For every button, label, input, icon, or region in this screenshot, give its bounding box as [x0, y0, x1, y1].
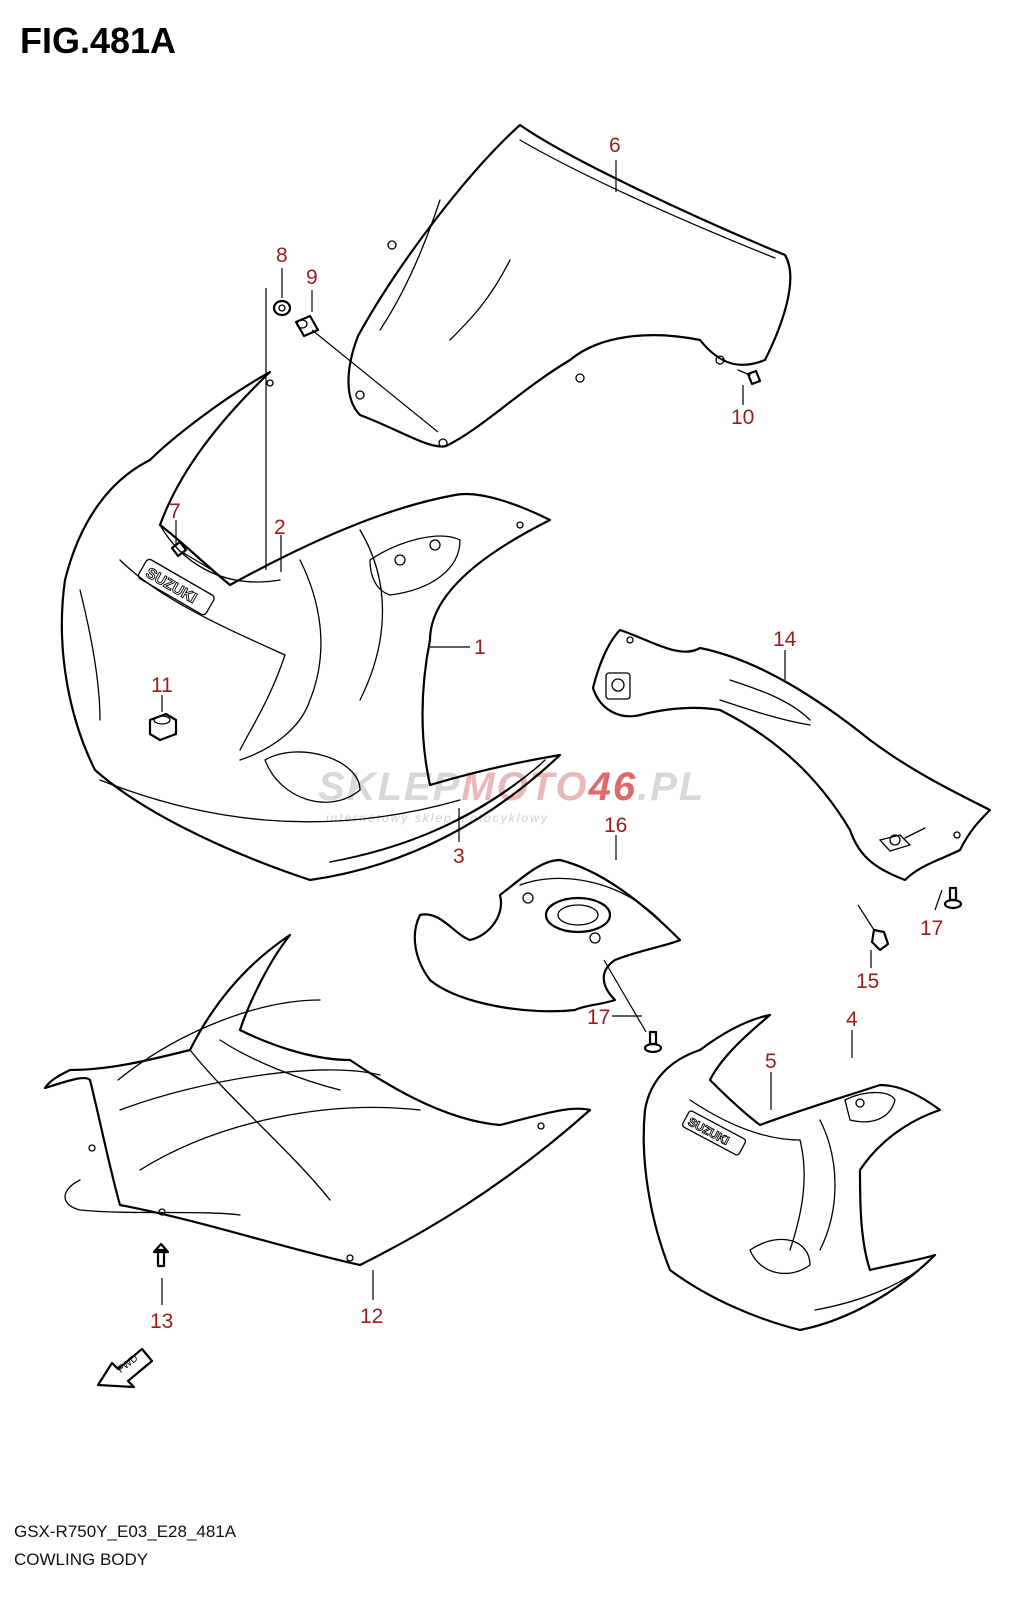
callout-7: 7 [169, 500, 181, 523]
callout-15: 15 [856, 970, 879, 993]
figure-code: GSX-R750Y_E03_E28_481A [14, 1522, 237, 1541]
cowling-assembly-part-4: SUZUKI [642, 1013, 942, 1332]
damper-part-11 [148, 712, 178, 742]
callout-11: 11 [151, 674, 173, 697]
callout-10: 10 [731, 406, 754, 429]
screw-part-7 [170, 540, 213, 571]
leader-lines [161, 160, 943, 1305]
watermark-brand-1: SKLEP [318, 765, 461, 809]
nut-part-8 [272, 299, 292, 317]
lower-cowling-part-12 [43, 933, 592, 1267]
figure-title: FIG.481A [20, 20, 177, 61]
callout-labels: 6 8 9 10 7 2 1 11 3 14 16 17 15 17 4 5 1… [150, 134, 943, 1333]
watermark-brand-3: 46 [588, 765, 638, 809]
watermark: SKLEPMOTO46.PL internetowy sklep motocyk… [318, 765, 705, 825]
figure-name: COWLING BODY [14, 1550, 149, 1569]
callout-4: 4 [846, 1008, 858, 1031]
grommet-part-9 [294, 314, 320, 338]
callout-17-right: 17 [920, 917, 943, 940]
heat-shield-part-16 [413, 858, 682, 1013]
callout-14: 14 [773, 628, 797, 651]
watermark-brand-4: .PL [637, 765, 705, 809]
callout-12: 12 [360, 1305, 383, 1328]
figure-footer: GSX-R750Y_E03_E28_481A COWLING BODY [14, 1518, 236, 1574]
callout-1: 1 [474, 636, 486, 659]
callout-17-lower: 17 [587, 1006, 610, 1029]
windscreen-part-6 [347, 123, 792, 448]
fastener-part-15 [857, 904, 890, 952]
screw-part-17-right [943, 886, 963, 910]
callout-2: 2 [274, 516, 286, 539]
callout-5: 5 [765, 1050, 777, 1073]
callout-13: 13 [150, 1310, 173, 1333]
forward-arrow-icon: FWD [96, 1347, 154, 1389]
watermark-tagline: internetowy sklep motocyklowy [326, 811, 549, 825]
callout-8: 8 [276, 244, 288, 267]
fwd-label: FWD [116, 1353, 141, 1376]
trim-part-3 [329, 764, 541, 863]
callout-9: 9 [306, 266, 318, 289]
bolt-part-10 [737, 369, 762, 386]
inner-panel-part-14 [591, 628, 992, 882]
screw-part-17-lower [643, 1030, 663, 1054]
callout-16: 16 [604, 814, 627, 837]
svg-text:SKLEPMOTO46.PL: SKLEPMOTO46.PL [318, 765, 705, 809]
callout-3: 3 [453, 845, 465, 868]
rivet-part-13 [152, 1242, 170, 1268]
callout-6: 6 [609, 134, 621, 157]
